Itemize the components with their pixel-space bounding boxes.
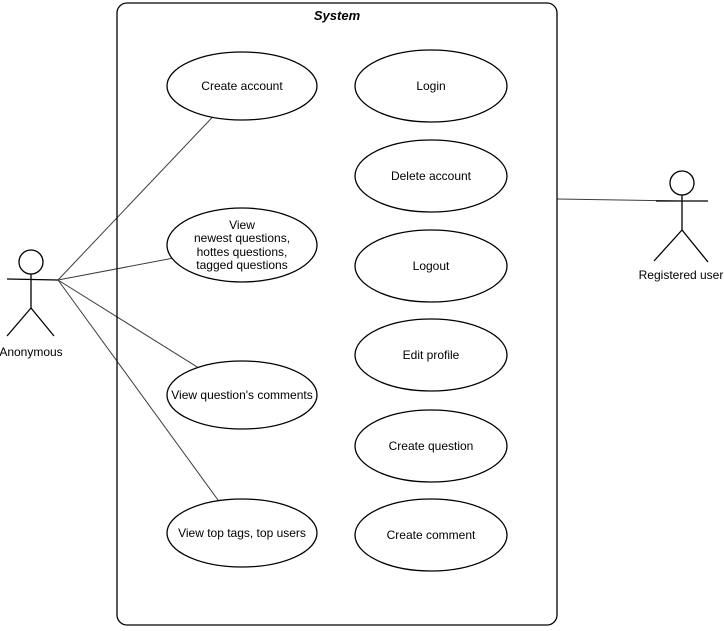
system-boundary <box>116 2 558 626</box>
use-case-label: Edit profile <box>403 348 460 362</box>
use-case-logout: Logout <box>354 229 508 303</box>
use-case-ellipse <box>354 139 508 213</box>
use-case-ellipse <box>166 360 318 430</box>
association-edges <box>57 85 683 534</box>
use-case-ellipse <box>166 207 318 283</box>
use-case-ellipse <box>166 51 318 121</box>
use-case-view-questions: View newest questions, hottes questions,… <box>166 207 318 283</box>
use-case-create-account: Create account <box>166 51 318 121</box>
use-case-view-question-comments: View question's comments <box>166 360 318 430</box>
actor-anonymous-label: Anonymous <box>0 345 63 359</box>
actor-leg-right <box>30 307 55 337</box>
use-case-edit-profile: Edit profile <box>354 318 508 392</box>
actor-anonymous: Anonymous <box>0 249 63 359</box>
use-case-login: Login <box>354 49 508 123</box>
use-case-label-line: View <box>229 218 255 232</box>
use-case-label: Create comment <box>387 528 476 542</box>
use-case-ellipse <box>166 498 318 568</box>
system-title: System <box>314 8 361 23</box>
actor-leg-left <box>6 307 32 337</box>
actor-arms <box>6 278 59 281</box>
use-case-create-comment: Create comment <box>354 498 508 572</box>
use-case-label-line: tagged questions <box>196 258 287 272</box>
association-anonymous-create-account <box>57 85 243 281</box>
use-case-ellipse <box>354 409 508 483</box>
actor-registered-user: Registered user <box>639 170 724 282</box>
use-case-label-line: hottes questions, <box>197 245 288 259</box>
system-boundary-group: System <box>116 2 558 626</box>
actor-leg-right <box>681 229 709 263</box>
actor-leg-left <box>653 229 683 262</box>
use-case-label: View top tags, top users <box>178 526 306 540</box>
use-case-label: View question's comments <box>171 388 312 402</box>
actor-head <box>669 170 695 196</box>
association-anonymous-view-top-tags-users <box>57 279 243 534</box>
use-case-label: Create account <box>201 79 283 93</box>
use-case-ellipse <box>354 229 508 303</box>
use-case-label: Logout <box>413 259 450 273</box>
use-case-ellipse <box>354 49 508 123</box>
use-case-view-top-tags-users: View top tags, top users <box>166 498 318 568</box>
actor-head <box>18 249 44 275</box>
use-case-label: Delete account <box>391 169 472 183</box>
use-case-label-line: newest questions, <box>194 231 290 245</box>
use-case-label: Create question <box>389 439 474 453</box>
use-case-create-question: Create question <box>354 409 508 483</box>
use-case-ellipse <box>354 318 508 392</box>
use-case-delete-account: Delete account <box>354 139 508 213</box>
use-case-label: Login <box>416 79 445 93</box>
actor-registered-user-label: Registered user <box>639 268 724 282</box>
use-case-ellipse <box>354 498 508 572</box>
